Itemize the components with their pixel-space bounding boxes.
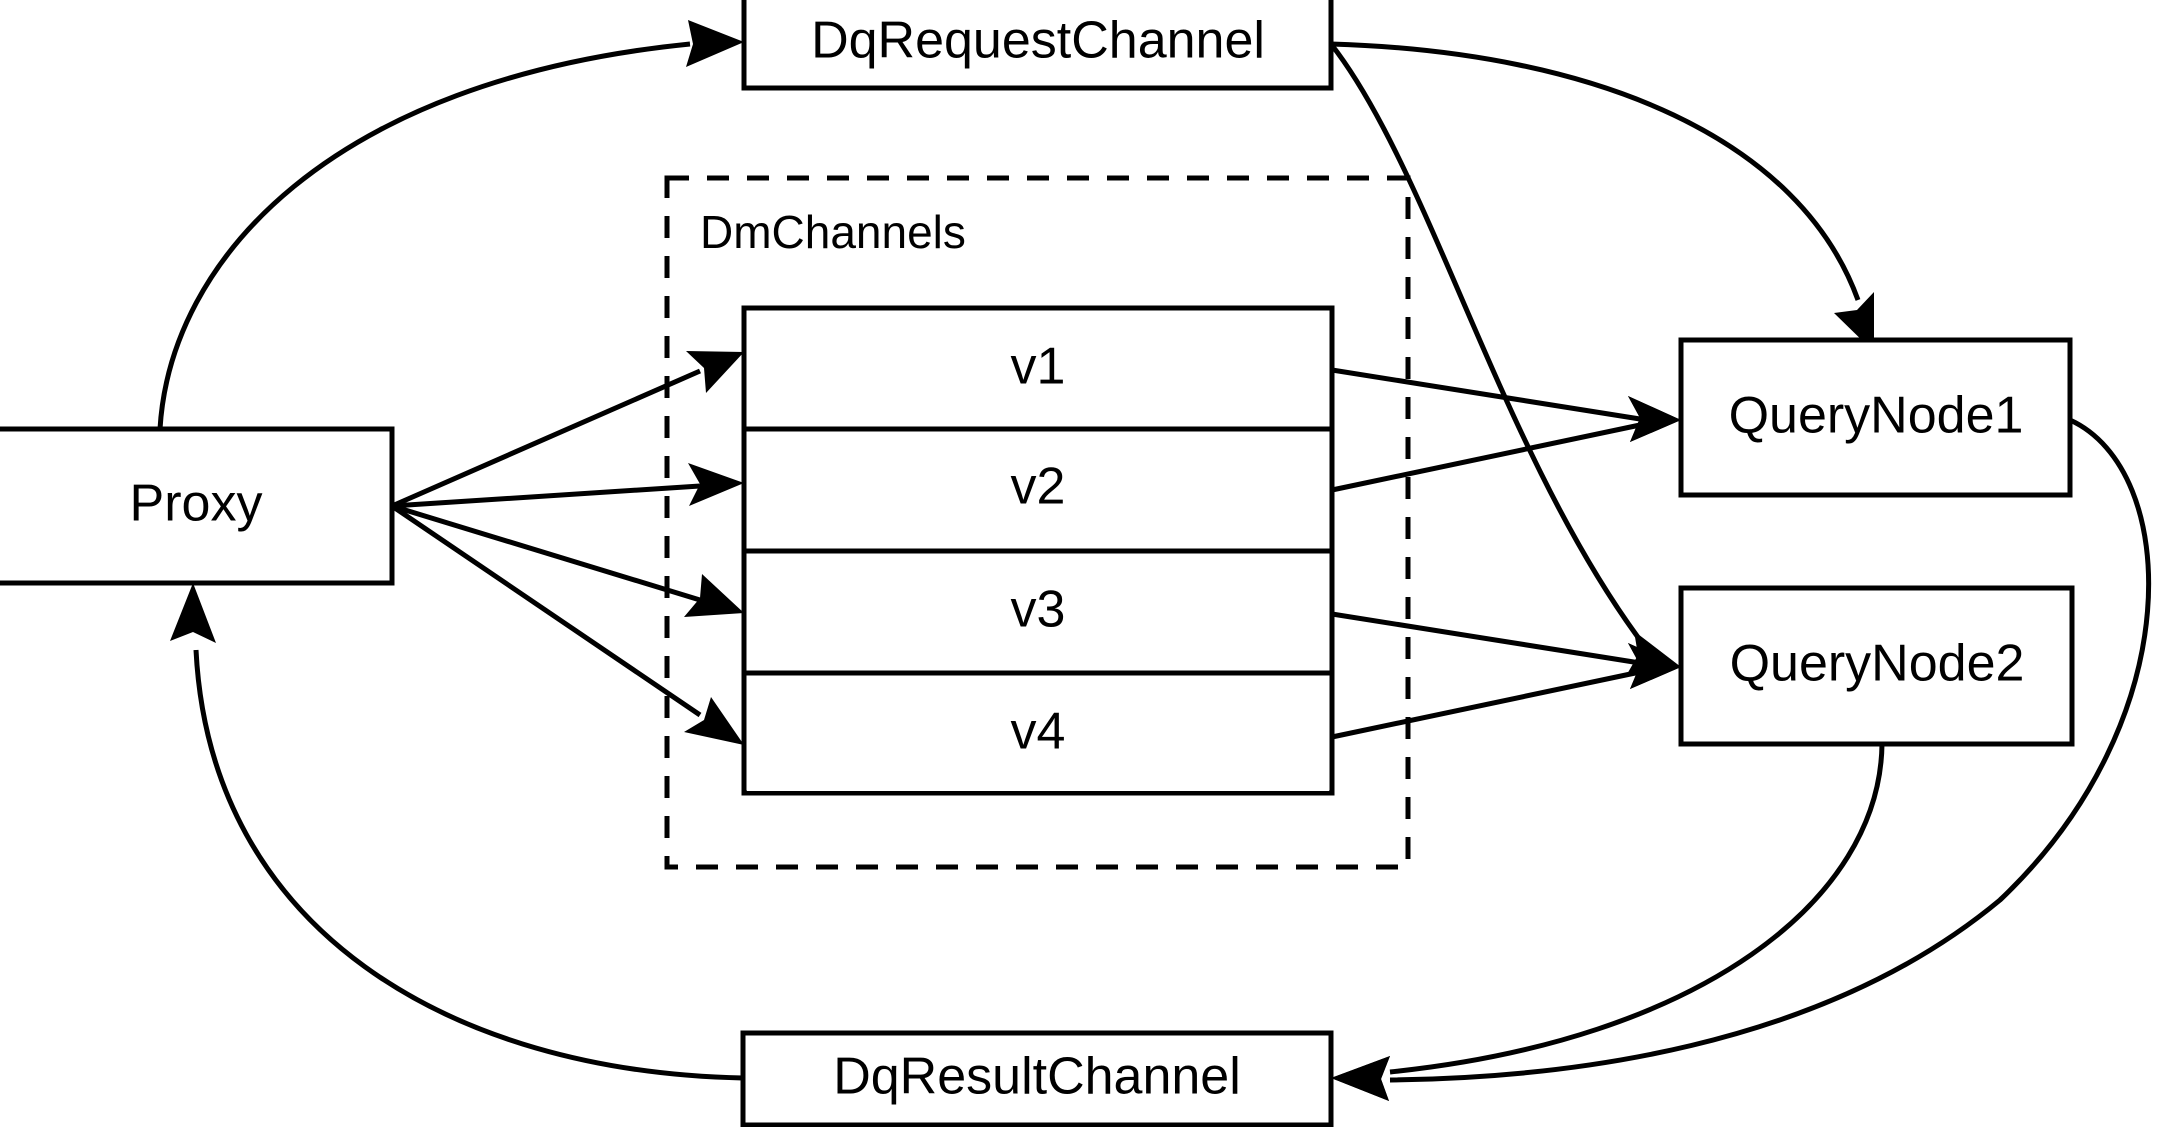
dm-channel-v3-label: v3	[1011, 581, 1066, 639]
dm-channels-label: DmChannels	[700, 206, 966, 258]
dq-result-channel-label: DqResultChannel	[833, 1048, 1241, 1106]
proxy-label: Proxy	[130, 475, 263, 533]
edge-dq-request-channel-to-query-node-1	[1330, 41, 1874, 352]
node-query-node-2[interactable]: QueryNode2	[1678, 585, 2075, 747]
arrowhead-icon	[170, 583, 216, 643]
dm-channels-boundary	[664, 175, 1411, 870]
dm-channel-v1-label: v1	[1011, 338, 1066, 396]
dq-request-channel-box[interactable]	[741, 0, 1334, 91]
dm-channel-item-v1[interactable]	[747, 311, 1329, 429]
arrowhead-icon	[1331, 1056, 1390, 1101]
node-proxy[interactable]: Proxy	[0, 426, 395, 586]
arrowhead-icon	[684, 574, 744, 617]
arrowhead-icon	[688, 463, 744, 506]
edge-proxy-to-v1	[390, 351, 744, 509]
dm-channel-list: v1 v2 v3 v4	[741, 305, 1335, 796]
edge-proxy-to-dq-request-channel	[157, 20, 744, 430]
edge-proxy-to-v4	[390, 503, 744, 745]
edge-query-node-1-to-dq-result-channel	[1331, 417, 2152, 1101]
dm-channel-item-v2[interactable]	[747, 432, 1329, 550]
dm-channel-v2-label: v2	[1011, 458, 1066, 516]
edge-v4-to-query-node-2	[1331, 643, 1681, 740]
edge-proxy-to-v2	[391, 463, 744, 509]
query-node-2-box[interactable]	[1678, 585, 2075, 747]
dm-channel-item-v4[interactable]	[747, 676, 1329, 791]
arrowhead-icon	[686, 20, 744, 67]
edge-proxy-to-v3	[391, 503, 744, 617]
edge-dq-request-channel-to-query-node-2	[1329, 42, 1681, 676]
arrowhead-icon	[1628, 643, 1681, 689]
arrowhead-icon	[1834, 292, 1874, 352]
dq-result-channel-box[interactable]	[740, 1030, 1334, 1127]
arrowhead-icon	[686, 351, 744, 393]
node-dq-result-channel[interactable]: DqResultChannel	[740, 1030, 1334, 1127]
edge-dq-result-channel-to-proxy	[170, 583, 744, 1081]
proxy-box[interactable]	[0, 426, 395, 586]
dm-channel-item-v3[interactable]	[747, 554, 1329, 672]
node-query-node-1[interactable]: QueryNode1	[1678, 337, 2073, 498]
node-dq-request-channel[interactable]: DqRequestChannel	[741, 0, 1334, 91]
arrowhead-icon	[1628, 396, 1681, 442]
dm-channels-group: DmChannels	[664, 175, 1411, 870]
dm-channel-v4-label: v4	[1011, 703, 1066, 761]
edge-v2-to-query-node-1	[1331, 396, 1681, 493]
query-node-2-label: QueryNode2	[1730, 635, 2025, 693]
dq-request-channel-label: DqRequestChannel	[811, 12, 1265, 70]
edge-query-node-2-to-dq-result-channel	[1331, 743, 1885, 1101]
query-node-1-label: QueryNode1	[1729, 387, 2024, 445]
arrowhead-icon	[684, 697, 744, 745]
query-node-1-box[interactable]	[1678, 337, 2073, 498]
